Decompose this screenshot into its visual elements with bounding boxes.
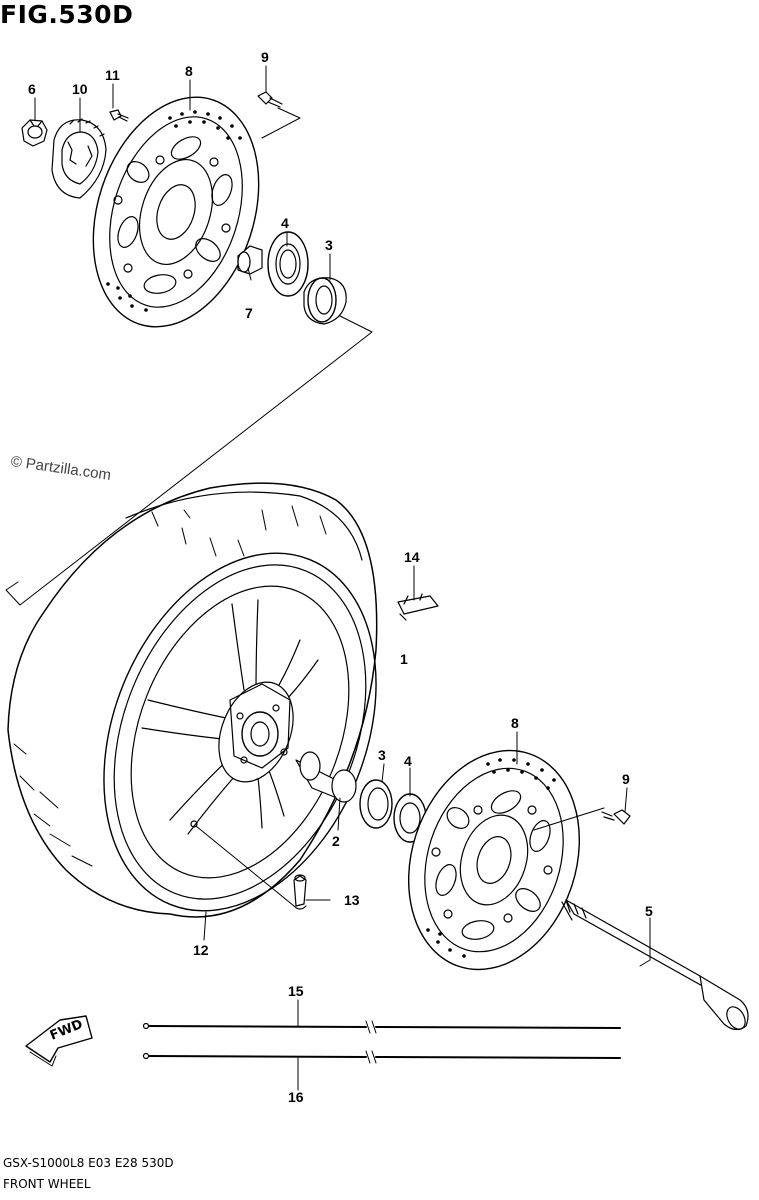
callout-13: 13	[344, 892, 360, 908]
part-4-oil-seal-top[interactable]	[267, 231, 309, 297]
callout-12: 12	[193, 942, 209, 958]
callout-9-top: 9	[261, 49, 269, 65]
callout-8-mid: 8	[511, 715, 519, 731]
part-9-screw-top[interactable]	[257, 91, 283, 108]
part-5-axle[interactable]	[561, 899, 749, 1032]
part-3-bearing-top[interactable]	[303, 277, 347, 325]
callout-16: 16	[288, 1089, 304, 1105]
part-12-tire[interactable]	[7, 482, 378, 918]
callout-11: 11	[105, 67, 120, 83]
part-9-screw-mid[interactable]	[601, 809, 631, 825]
wheel-hub	[218, 681, 294, 783]
section-name: FRONT WHEEL	[3, 1177, 91, 1191]
part-6-nut[interactable]	[21, 119, 48, 147]
part-11-screw[interactable]	[109, 109, 129, 122]
callout-3-top: 3	[325, 237, 333, 253]
callout-4-top: 4	[281, 215, 289, 231]
callout-15: 15	[288, 983, 304, 999]
part-1-wheel[interactable]	[7, 482, 427, 952]
callout-2: 2	[332, 833, 340, 849]
callout-10: 10	[72, 81, 88, 97]
figure-title: FIG.530D	[0, 0, 134, 29]
part-8-brake-disc-mid[interactable]	[381, 728, 606, 992]
part-15-cable[interactable]	[142, 1020, 621, 1034]
part-14-balance-weight[interactable]	[397, 593, 439, 621]
callout-7: 7	[245, 305, 253, 321]
callout-1: 1	[400, 651, 408, 667]
part-13-valve[interactable]	[293, 874, 307, 910]
callout-8-top: 8	[185, 63, 193, 79]
callout-6-top: 6	[28, 81, 36, 97]
fwd-arrow-icon: FWD	[25, 1015, 93, 1067]
part-8-brake-disc-top[interactable]	[65, 76, 286, 349]
part-7-spacer[interactable]	[237, 245, 263, 275]
part-10-sensor-rotor[interactable]	[51, 118, 107, 199]
part-3-bearing-mid[interactable]	[359, 779, 393, 829]
part-2-spacer[interactable]	[295, 751, 357, 803]
callout-9-mid: 9	[622, 771, 630, 787]
callout-5: 5	[645, 903, 653, 919]
callout-4-mid: 4	[404, 753, 412, 769]
callout-leaders	[34, 65, 651, 1091]
callout-14: 14	[404, 549, 420, 565]
part-16-cable[interactable]	[142, 1050, 621, 1064]
model-code: GSX-S1000L8 E03 E28 530D	[3, 1156, 174, 1170]
callout-3-mid: 3	[378, 747, 386, 763]
